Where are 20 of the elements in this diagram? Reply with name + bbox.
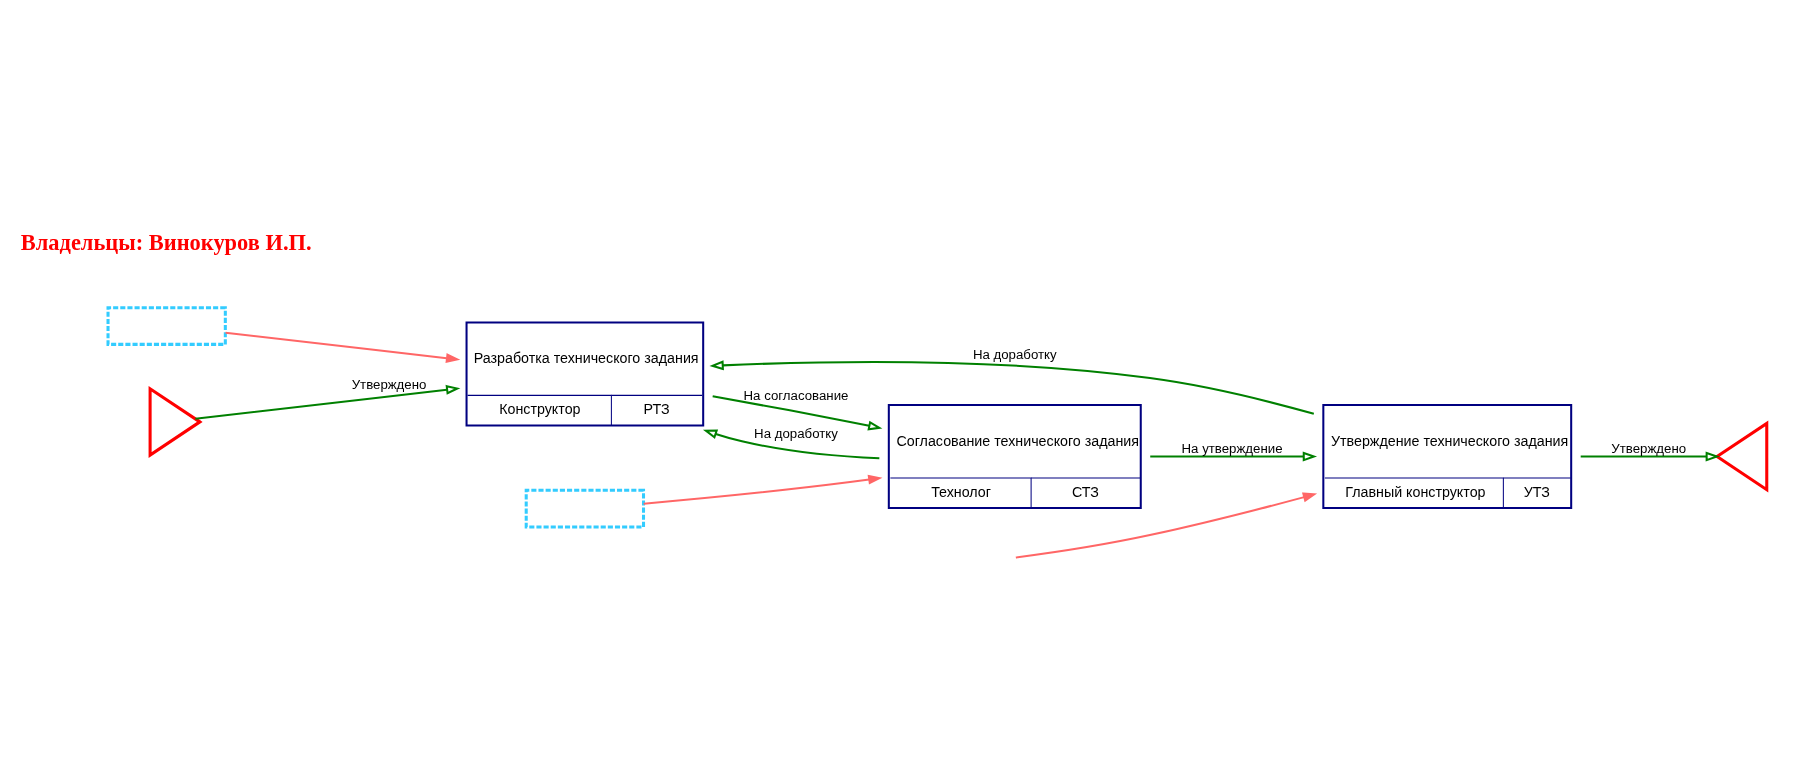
arrow bbox=[709, 359, 1315, 415]
edge-label: На утверждение bbox=[1181, 440, 1283, 456]
arrow bbox=[712, 394, 883, 430]
arrow bbox=[1015, 492, 1318, 559]
arrow bbox=[195, 384, 461, 420]
node-triangle bbox=[148, 385, 203, 458]
edge-label: На согласование bbox=[743, 387, 849, 403]
arrow bbox=[1580, 451, 1720, 462]
edge-label: Утверждено bbox=[1611, 440, 1687, 456]
arrow bbox=[225, 331, 461, 363]
node-triangle bbox=[1714, 420, 1769, 493]
label: Владельцы: Винокуров И.П. bbox=[20, 229, 312, 255]
edge-label: Утверждено bbox=[351, 376, 427, 392]
arrow bbox=[643, 474, 883, 505]
edge-label: На доработку bbox=[972, 346, 1057, 362]
edge-label: На доработку bbox=[754, 425, 838, 441]
arrow bbox=[702, 428, 880, 459]
node-box bbox=[106, 305, 227, 346]
arrow bbox=[1150, 451, 1318, 462]
node-box bbox=[524, 488, 646, 528]
